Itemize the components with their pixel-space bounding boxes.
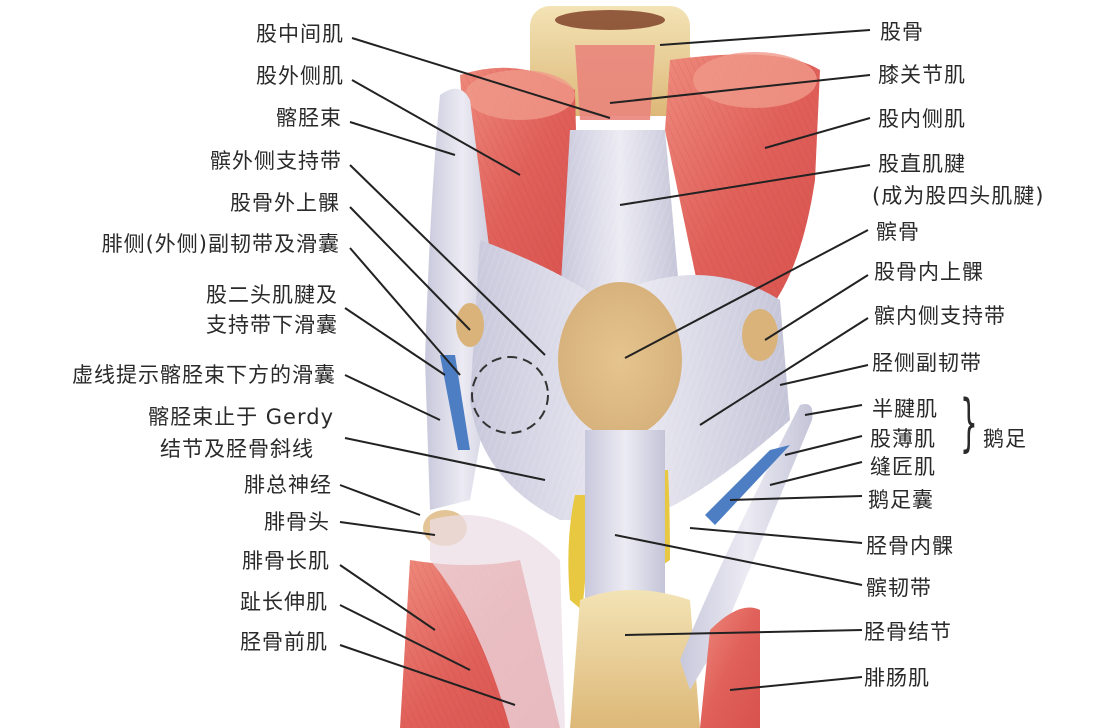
label-medial-femoral-epicondyle: 股骨内上髁: [874, 260, 984, 284]
label-iliotibial-insertion-2: 结节及胫骨斜线: [160, 437, 314, 461]
leader-lines-left: [339, 37, 611, 706]
label-articularis-genus: 膝关节肌: [878, 63, 966, 87]
label-fibular-head: 腓骨头: [264, 510, 330, 534]
label-fibularis-longus: 腓骨长肌: [242, 549, 330, 573]
leader-lines-right: [609, 29, 871, 691]
label-tibial-collateral-ligament: 胫侧副韧带: [872, 351, 982, 375]
label-rectus-femoris-tendon: 股直肌腱: [878, 152, 966, 176]
label-iliotibial-tract: 髂胫束: [276, 106, 342, 130]
label-femur: 股骨: [880, 20, 924, 44]
label-lateral-femoral-epicondyle: 股骨外上髁: [230, 191, 340, 215]
label-tibialis-anterior: 胫骨前肌: [240, 630, 328, 654]
label-biceps-femoris-bursa: 支持带下滑囊: [206, 313, 338, 337]
label-common-fibular-nerve: 腓总神经: [244, 473, 332, 497]
label-patella: 髌骨: [876, 220, 920, 244]
label-sartorius: 缝匠肌: [870, 455, 936, 479]
label-gastrocnemius: 腓肠肌: [864, 666, 930, 690]
label-medial-patellar-retinaculum: 髌内侧支持带: [874, 304, 1006, 328]
label-extensor-digitorum-longus: 趾长伸肌: [240, 590, 328, 614]
brace-pes-anserinus: }: [960, 386, 978, 459]
label-patellar-ligament: 髌韧带: [866, 576, 932, 600]
label-medial-tibial-condyle: 胫骨内髁: [866, 534, 954, 558]
label-tibial-tuberosity: 胫骨结节: [864, 620, 952, 644]
label-pes-anserinus-bursa: 鹅足囊: [868, 488, 934, 512]
label-iliotibial-insertion: 髂胫束止于 Gerdy: [148, 405, 334, 429]
label-vastus-medialis: 股内侧肌: [878, 107, 966, 131]
label-gracilis: 股薄肌: [870, 427, 936, 451]
label-lateral-patellar-retinaculum: 髌外侧支持带: [210, 149, 342, 173]
label-vastus-intermedius: 股中间肌: [256, 22, 344, 46]
label-vastus-lateralis: 股外侧肌: [256, 64, 344, 88]
label-quadriceps-tendon-note: (成为股四头肌腱): [872, 184, 1045, 208]
label-pes-anserinus: 鹅足: [983, 427, 1027, 451]
label-bursa-dashed: 虚线提示髂胫束下方的滑囊: [72, 363, 336, 387]
label-fibular-collateral-ligament: 腓侧(外侧)副韧带及滑囊: [101, 232, 340, 256]
label-semitendinosus: 半腱肌: [872, 397, 938, 421]
label-biceps-femoris-tendon: 股二头肌腱及: [206, 283, 338, 307]
